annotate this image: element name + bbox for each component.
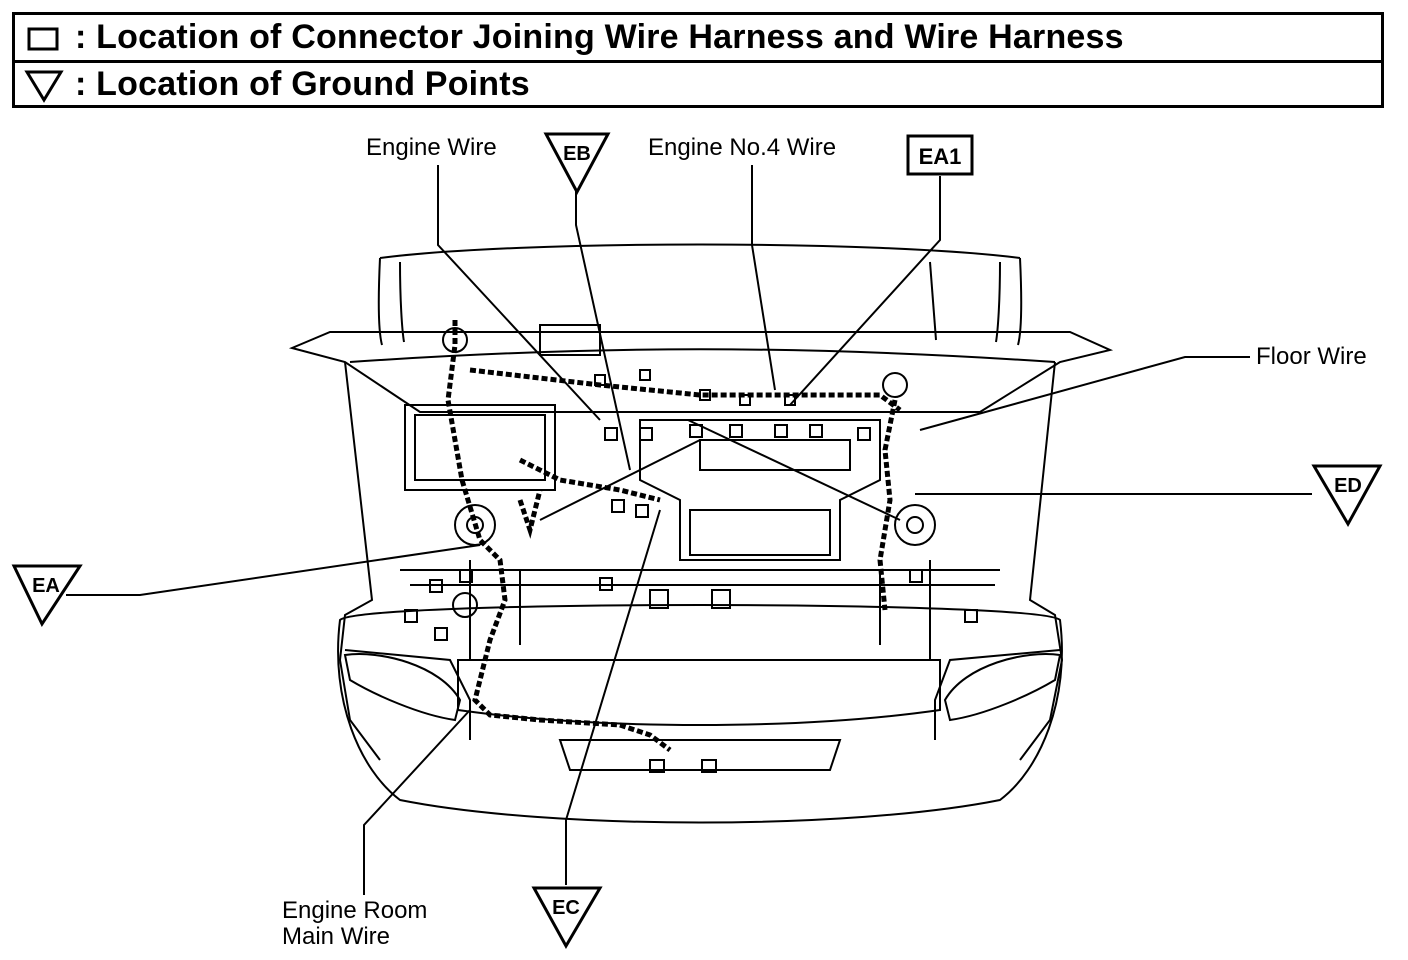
leader-ea1 [789,176,941,406]
legend-ground-text: : Location of Ground Points [75,65,530,103]
grille [558,739,842,771]
leader-engine-room-main-wire [363,709,471,895]
leader-floor-wire [919,356,1250,431]
leader-engine-no4-wire [751,165,776,391]
left-headlight [343,653,462,722]
leader-ec [565,509,661,885]
harness-center [518,457,661,503]
battery [404,404,556,491]
leader-eb [575,190,631,471]
label-engine-no4-wire: Engine No.4 Wire [648,134,837,161]
harness-left [445,320,672,752]
harness-right [877,399,898,611]
right-strut-tower [894,504,936,546]
ground-label-ed: ED [1334,475,1362,497]
leader-ea [66,544,481,596]
hood-outline [377,243,1023,346]
radiator-support [400,560,1000,660]
label-engine-room-main-wire-1: Engine Room [282,897,428,924]
ground-label-ec: EC [552,897,580,919]
label-engine-room-main-wire-2: Main Wire [282,923,391,950]
label-floor-wire: Floor Wire [1256,343,1367,370]
cowl-panel [288,331,1114,413]
engine-block [639,419,881,561]
ground-point-ed-icon [1311,464,1383,528]
hood-inner [399,261,1001,343]
ground-label-ea: EA [32,575,60,597]
front-bumper [337,604,1063,824]
harness-cowl [469,367,902,412]
square-outline-icon [15,15,75,60]
ground-point-ea-icon [11,564,83,628]
legend-row-connector: : Location of Connector Joining Wire Har… [15,15,1381,63]
connector-label-ea1: EA1 [919,144,962,169]
legend-connector-text: : Location of Connector Joining Wire Har… [75,18,1124,56]
ground-point-eb-icon [543,132,611,196]
legend-row-ground: : Location of Ground Points [15,62,1381,107]
legend-box: : Location of Connector Joining Wire Har… [12,12,1384,108]
leader-engine-wire [437,165,601,421]
left-fender [338,361,381,761]
triangle-down-icon [15,62,75,107]
right-headlight [943,653,1062,722]
right-fender [1019,361,1064,761]
connector-ea1-icon [906,134,974,176]
relay-block [539,324,601,356]
label-engine-wire: Engine Wire [366,134,497,161]
ground-label-eb: EB [563,143,591,165]
ground-point-ec-icon [531,886,603,950]
